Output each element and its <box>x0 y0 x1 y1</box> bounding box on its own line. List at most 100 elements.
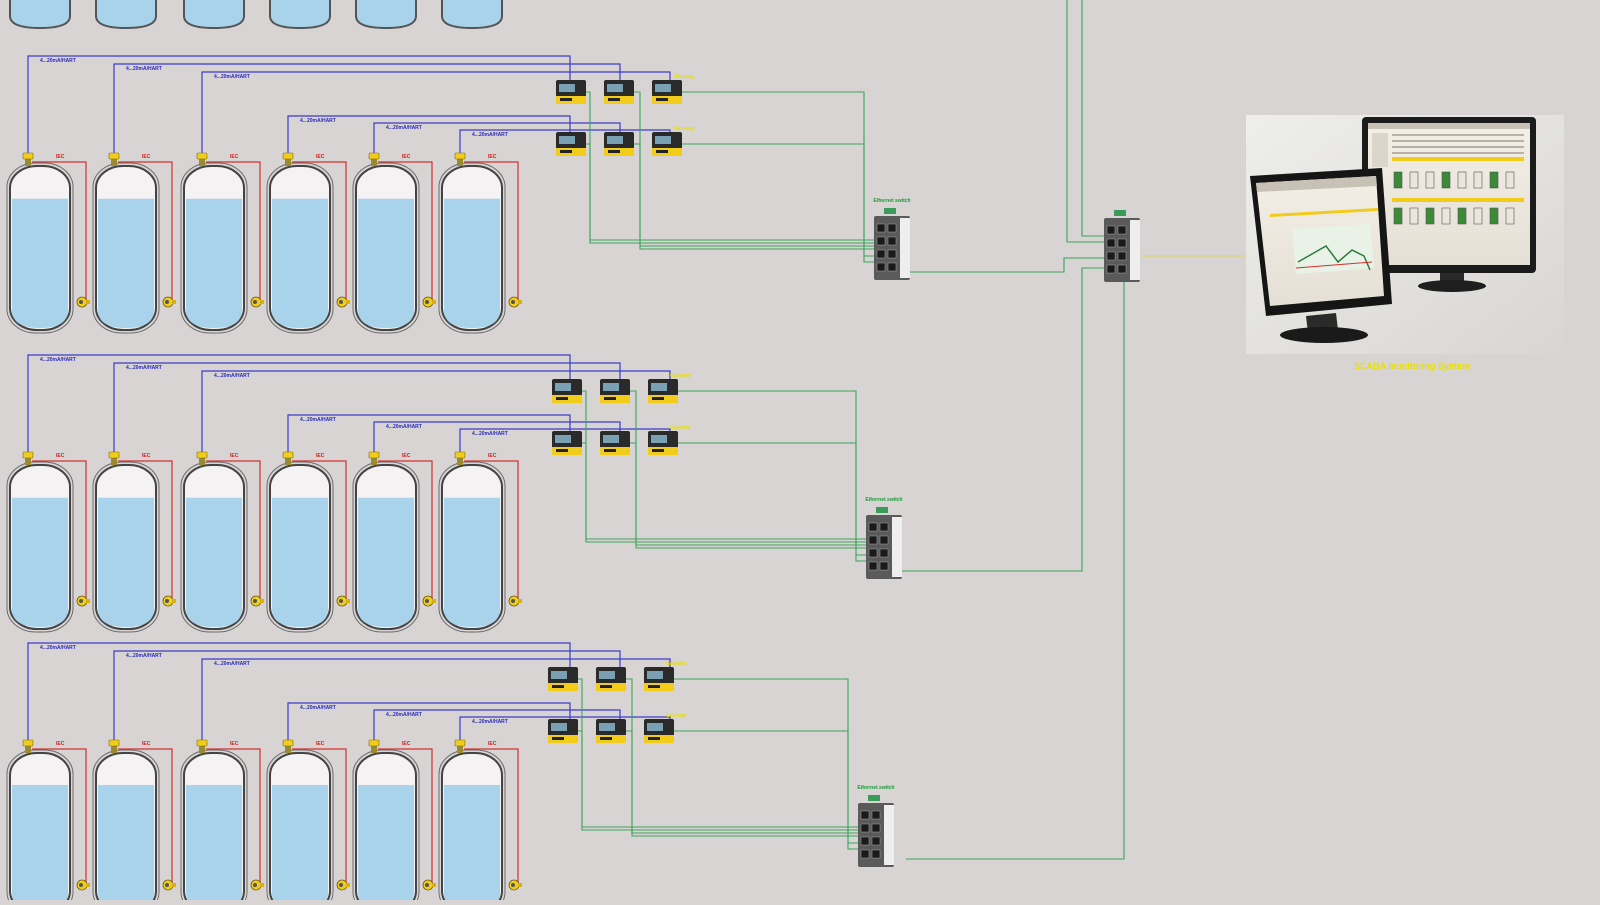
gateway-label: Gateway <box>674 126 695 132</box>
iec-label: IEC <box>230 741 239 747</box>
sensor-plug <box>86 883 90 887</box>
tank-icon <box>352 749 420 905</box>
switch-port <box>1117 264 1127 274</box>
gateway-terminal <box>648 685 660 688</box>
signal-label: 4...20mA/HART <box>126 66 162 72</box>
ethernet-line <box>626 730 858 837</box>
sensor-face <box>253 300 257 304</box>
sensor-face <box>165 599 169 603</box>
temperature-sensor-icon <box>508 595 522 607</box>
tank-icon <box>441 0 503 30</box>
gateway-terminal <box>656 150 668 153</box>
level-bar <box>1489 171 1499 189</box>
tank-icon <box>355 0 417 30</box>
tank-outline <box>438 162 506 334</box>
sensor-face <box>339 883 343 887</box>
tank-icon <box>180 749 248 905</box>
transmitter-stem <box>111 158 117 166</box>
gateway-screen <box>603 435 619 443</box>
switch-port <box>871 849 881 859</box>
gateway-terminal <box>552 737 564 740</box>
tank-outline <box>266 461 334 633</box>
gateway-terminal <box>556 397 568 400</box>
temperature-sensor-icon <box>76 879 90 891</box>
gateway-screen <box>559 84 575 92</box>
transmitter-head <box>108 739 120 747</box>
sensor-face <box>79 599 83 603</box>
ethernet-line <box>630 442 866 549</box>
tank-liquid <box>12 497 68 627</box>
temperature-sensor-icon <box>336 296 350 308</box>
tank-icon <box>438 749 506 905</box>
switch-port <box>1117 225 1127 235</box>
tank-liquid <box>358 198 414 328</box>
signal-line <box>373 709 621 747</box>
switch-port <box>879 535 889 545</box>
tank-outline <box>266 162 334 334</box>
level-transmitter-icon <box>454 152 466 166</box>
tank-outline <box>266 749 334 905</box>
temperature-sensor-icon <box>162 595 176 607</box>
sensor-face <box>165 300 169 304</box>
level-transmitter-icon <box>22 152 34 166</box>
gateway-screen <box>651 383 667 391</box>
sensor-face <box>79 300 83 304</box>
tank-icon <box>95 0 157 30</box>
tank-icon <box>269 0 331 30</box>
switch-port <box>871 836 881 846</box>
level-transmitter-icon <box>108 739 120 753</box>
signal-line <box>201 658 671 747</box>
gateway-label: Gateway <box>674 74 695 80</box>
tank-outline <box>438 461 506 633</box>
gateway-display-icon <box>644 667 674 691</box>
gateway-terminal <box>604 449 616 452</box>
iec-label: IEC <box>230 453 239 459</box>
gateway-display-icon <box>552 379 582 403</box>
signal-label: 4...20mA/HART <box>300 118 336 124</box>
tank-liquid <box>358 785 414 905</box>
transmitter-stem <box>25 158 31 166</box>
transmitter-stem <box>457 745 463 753</box>
ethernet-trunk <box>1066 228 1104 243</box>
temperature-sensor-icon <box>422 879 436 891</box>
transmitter-head <box>108 152 120 160</box>
iec-line <box>118 748 173 887</box>
signal-label: 4...20mA/HART <box>214 74 250 80</box>
sensor-face <box>339 599 343 603</box>
gateway-terminal <box>608 98 620 101</box>
gateway-screen <box>599 723 615 731</box>
level-bar <box>1393 207 1403 225</box>
transmitter-stem <box>285 158 291 166</box>
central-ethernet-switch <box>1104 210 1140 282</box>
ethernet-trunk <box>906 272 1125 860</box>
transmitter-stem <box>457 457 463 465</box>
iec-label: IEC <box>402 453 411 459</box>
temperature-sensor-icon <box>250 296 264 308</box>
tank-shell-partial <box>355 0 417 30</box>
ethernet-switch-icon <box>1104 210 1140 282</box>
iec-line <box>32 161 87 304</box>
switch-port <box>1106 264 1116 274</box>
transmitter-stem <box>285 745 291 753</box>
level-bar <box>1425 171 1435 189</box>
temperature-sensor-icon <box>336 879 350 891</box>
sensor-plug <box>346 300 350 304</box>
transmitter-head <box>196 451 208 459</box>
ethernet-line <box>634 143 874 250</box>
transmitter-stem <box>371 457 377 465</box>
ethernet-trunk <box>1081 228 1104 237</box>
level-transmitter-icon <box>196 152 208 166</box>
gateway-display-icon <box>552 431 582 455</box>
ethernet-line <box>682 143 874 263</box>
signal-label: 4...20mA/HART <box>472 132 508 138</box>
transmitter-stem <box>371 158 377 166</box>
tank-outline <box>92 461 160 633</box>
signal-line <box>373 421 621 459</box>
signal-line <box>459 129 671 160</box>
monitor-icon <box>1362 117 1536 292</box>
switch-port <box>868 522 878 532</box>
tank-group: 4...20mA/HARTIEC4...20mA/HARTIEC4...20mA… <box>6 354 903 633</box>
tank-liquid <box>186 198 242 328</box>
ethernet-line <box>674 678 858 844</box>
level-transmitter-icon <box>196 739 208 753</box>
